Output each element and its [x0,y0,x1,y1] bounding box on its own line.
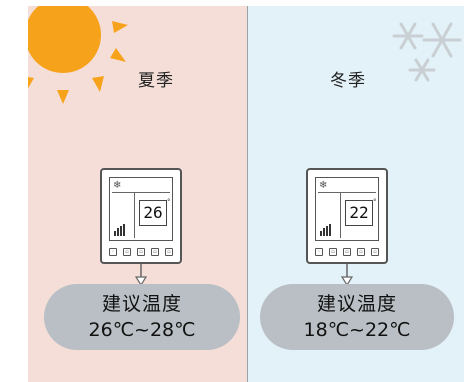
winter-title: 冬季 [330,71,366,91]
signal-bars-icon [114,224,125,236]
thermostat-buttons: ◦ ▫ ▫ ▫ ▫ [109,248,173,257]
power-button-icon: ◦ [315,248,323,256]
summer-recommendation: 建议温度 26℃~28℃ [44,284,240,350]
thermostat-display: ❄ 22 ° [315,177,379,241]
degree-icon: ° [167,198,171,206]
fan-button-icon: ▫ [343,248,351,256]
up-button-icon: ▫ [371,248,379,256]
thermostat-icon: ❄ 22 ° ◦ ▫ ▫ ▫ ▫ [306,168,388,264]
recommend-range: 26℃~28℃ [88,319,196,341]
display-divider [112,192,170,193]
mode-button-icon: ▫ [329,248,337,256]
thermostat-display: ❄ 26 ° [109,177,173,241]
power-button-icon: ◦ [109,248,117,256]
display-divider [134,192,135,238]
up-button-icon: ▫ [165,248,173,256]
recommend-label: 建议温度 [316,293,397,315]
thermostat-buttons: ◦ ▫ ▫ ▫ ▫ [315,248,379,257]
display-divider [318,192,376,193]
mode-button-icon: ▫ [123,248,131,256]
winter-panel: 冬季 ❄ 22 ° ◦ ▫ ▫ ▫ ▫ [248,6,464,382]
display-divider [340,192,341,238]
arrow-down-icon [341,264,353,286]
summer-panel: 夏季 ❄ 26 ° ◦ ▫ ▫ ▫ ▫ [28,6,248,382]
down-button-icon: ▫ [151,248,159,256]
down-button-icon: ▫ [357,248,365,256]
degree-icon: ° [373,198,377,206]
thermostat-icon: ❄ 26 ° ◦ ▫ ▫ ▫ ▫ [100,168,182,264]
recommend-range: 18℃~22℃ [303,319,411,341]
winter-recommendation: 建议温度 18℃~22℃ [260,284,454,350]
summer-title: 夏季 [138,71,174,91]
fan-icon: ❄ [113,180,122,191]
snowflake-icon [392,22,462,82]
sun-icon [28,6,128,104]
fan-button-icon: ▫ [137,248,145,256]
display-temperature: 26 [139,200,167,226]
fan-icon: ❄ [319,180,328,191]
display-temperature: 22 [345,200,373,226]
recommend-label: 建议温度 [101,293,182,315]
signal-bars-icon [320,224,331,236]
arrow-down-icon [135,264,147,286]
